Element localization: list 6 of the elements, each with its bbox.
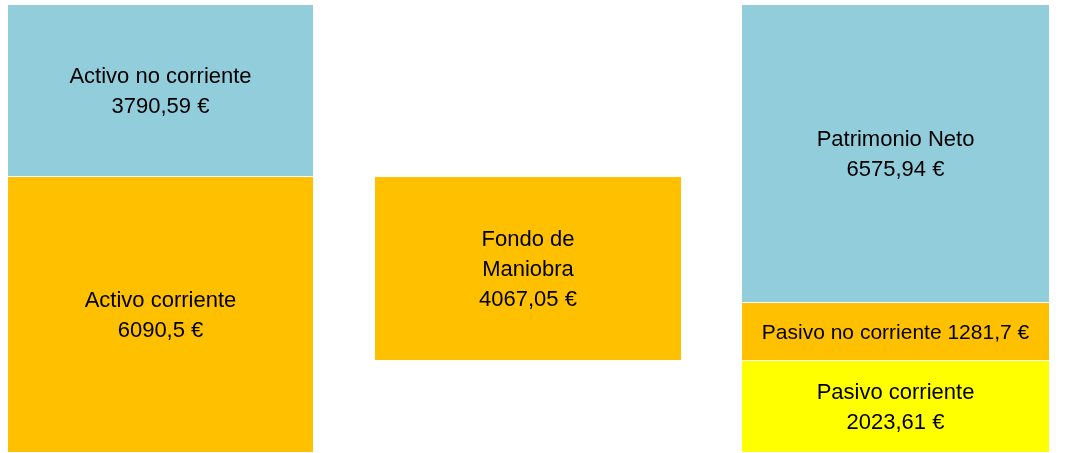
balance-block: Activo corriente 6090,5 € (8, 177, 313, 452)
balance-block: Patrimonio Neto 6575,94 € (742, 5, 1049, 302)
balance-block: Fondo de Maniobra 4067,05 € (375, 177, 681, 360)
balance-block: Pasivo corriente 2023,61 € (742, 361, 1049, 452)
balance-block: Activo no corriente 3790,59 € (8, 5, 313, 176)
balance-block: Pasivo no corriente 1281,7 € (742, 303, 1049, 360)
